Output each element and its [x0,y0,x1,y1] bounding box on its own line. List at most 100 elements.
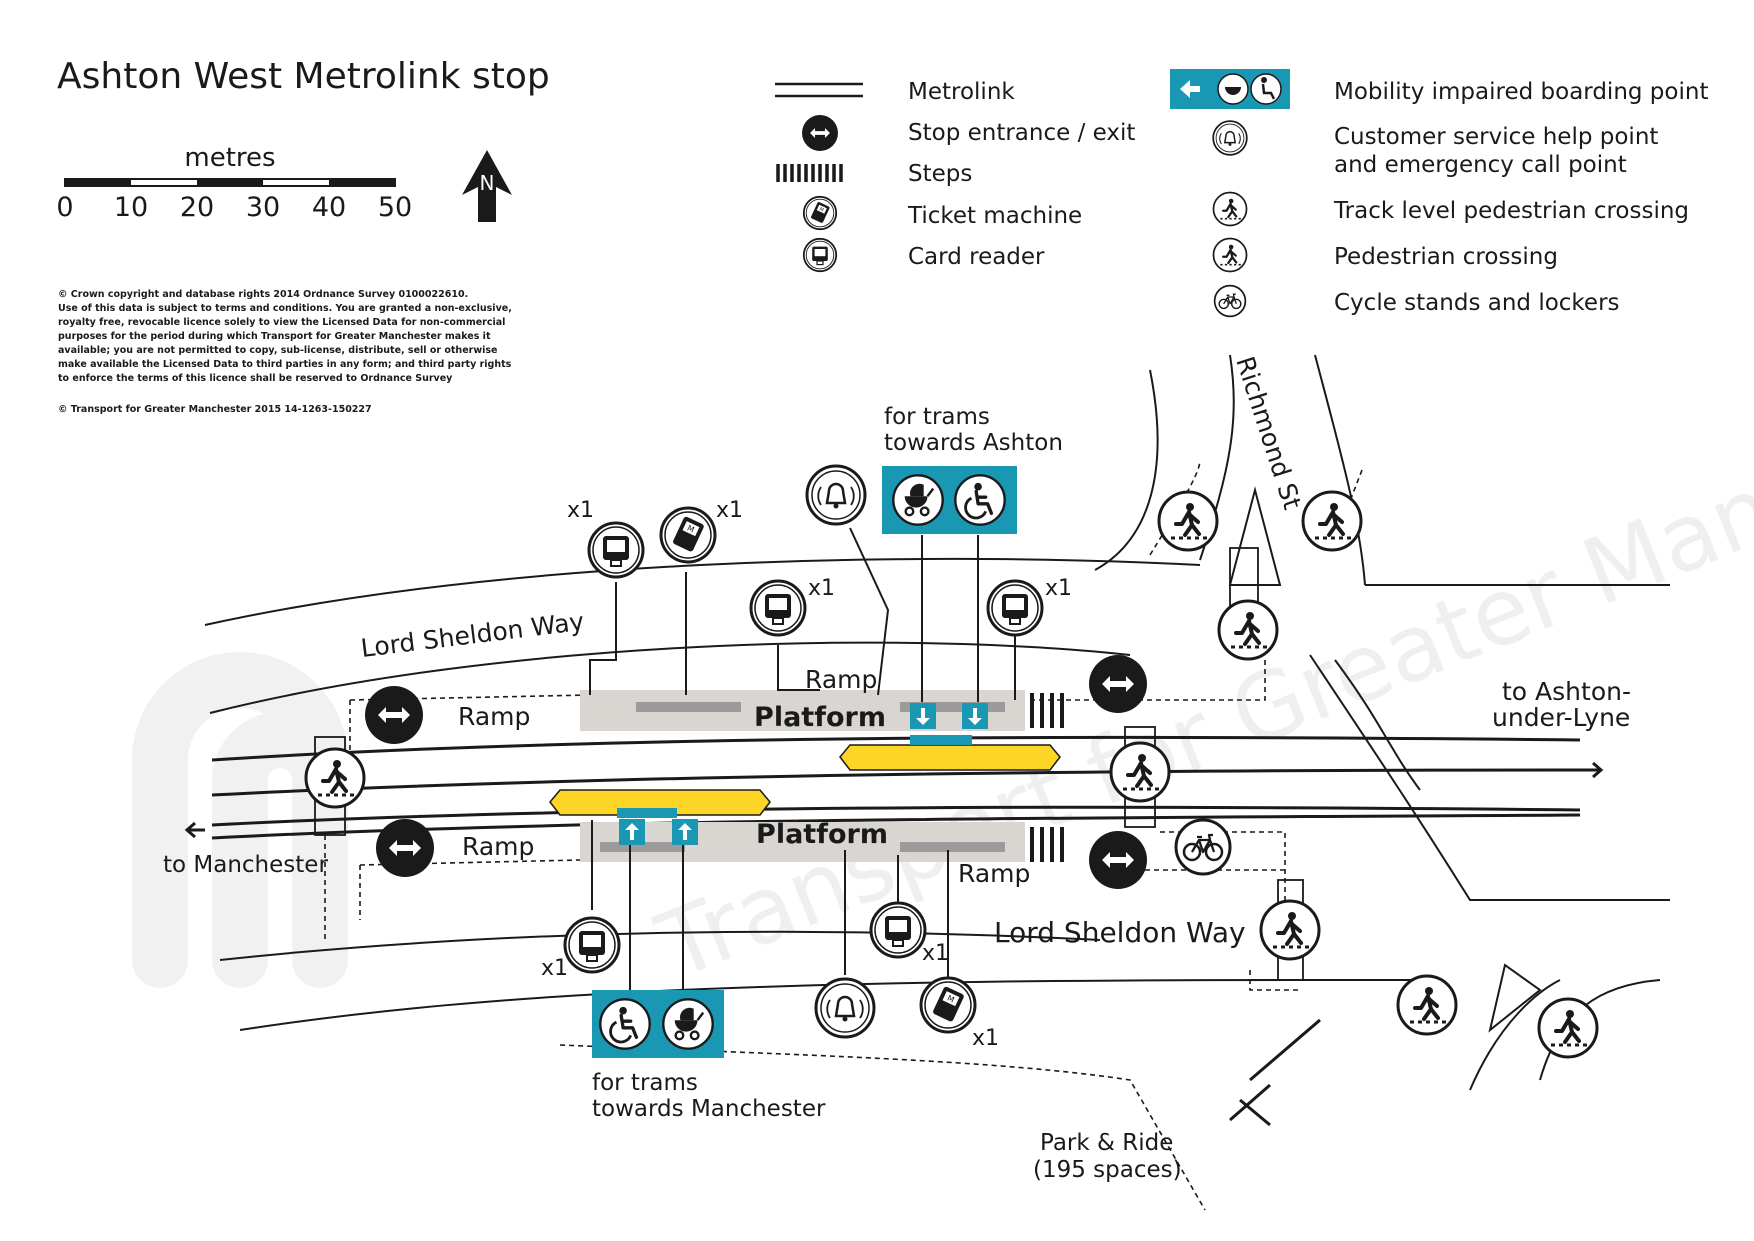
leader-lines [589,527,1016,1000]
ramp-label: Ramp [958,859,1030,888]
copyright-line: Use of this data is subject to terms and… [58,303,512,314]
pedestrian-crossing-icon[interactable] [1301,490,1363,552]
legend-label: Card reader [908,244,1045,270]
count-label: x1 [541,956,568,981]
buggy-icon [892,474,944,526]
tram-shape [549,789,771,816]
count-label: x1 [1045,576,1072,601]
count-label: x1 [922,941,949,966]
copyright-line: purposes for the period during which Tra… [58,331,491,342]
buggy-icon [662,998,714,1050]
track-crossing-icon [1212,191,1248,227]
ramp-label: Ramp [462,832,534,861]
card-reader-icon[interactable] [869,901,927,959]
traffic-island [1228,486,1282,586]
scale-tick: 10 [114,192,148,223]
platform-label: Platform [756,819,888,850]
pedestrian-crossing-icon[interactable] [1396,974,1458,1036]
trams-manchester-label: for trams [592,1070,698,1096]
stop-entrance-exit-icon [802,115,838,151]
card-reader-icon [802,237,838,273]
count-label: x1 [972,1026,999,1051]
count-label: x1 [808,576,835,601]
pedestrian-crossing-icon[interactable] [1157,490,1219,552]
stop-exit-icon[interactable] [365,686,423,744]
legend-label: Customer service help point [1334,124,1658,150]
road-label-richmond: Richmond St [1230,353,1307,513]
ticket-machine-icon [802,195,838,231]
tfgm-credit: © Transport for Greater Manchester 2015 … [58,404,372,415]
pedestrian-crossing-icon [1212,237,1248,273]
steps-icon [1030,693,1064,862]
legend-label: and emergency call point [1334,152,1627,178]
scale-tick: 40 [312,192,346,223]
wheelchair-icon [598,997,652,1051]
scale-bar: metres 0 10 20 30 40 50 [56,143,412,223]
track-crossing-icon[interactable] [304,747,366,809]
boarding-marker [617,808,677,818]
cycle-stands-icon[interactable] [1174,818,1232,876]
trams-manchester-label: towards Manchester [592,1096,826,1122]
boarding-panel-manchester: for trams towards Manchester [592,990,826,1122]
copyright-block: © Crown copyright and database rights 20… [58,289,512,415]
trams-ashton-label: for trams [884,404,990,430]
help-point-icon[interactable] [805,464,867,526]
road-label-south: Lord Sheldon Way [994,916,1246,949]
destination-label: to Manchester [163,852,328,878]
pedestrian-crossing-icon[interactable] [1217,599,1279,661]
steps-icon [1229,1018,1321,1127]
card-reader-icon[interactable] [563,916,621,974]
direction-arrows [184,761,1604,839]
scale-tick: 30 [246,192,280,223]
boarding-arrow-icon [910,703,936,729]
legend: Metrolink Stop entrance / exit Steps Tic… [775,79,1135,273]
destination-label: to Ashton- [1502,677,1631,706]
ramp-label: Ramp [458,702,530,731]
copyright-line: royalty free, revocable licence solely t… [58,317,505,328]
stop-exit-icon[interactable] [1089,831,1147,889]
help-point-icon[interactable] [814,977,876,1039]
boarding-marker [910,735,972,745]
scale-tick: 0 [56,192,73,223]
copyright-line: © Crown copyright and database rights 20… [58,289,468,300]
wheelchair-icon [953,473,1007,527]
trams-ashton-label: towards Ashton [884,430,1063,456]
card-reader-icon[interactable] [749,579,807,637]
track-crossing-icon[interactable] [1109,741,1171,803]
count-label: x1 [567,498,594,523]
tram-shape [839,744,1061,771]
ticket-machine-icon[interactable] [919,976,977,1034]
park-ride-label: (195 spaces) [1033,1157,1182,1183]
legend-label: Stop entrance / exit [908,120,1135,146]
help-point-icon [1212,120,1248,156]
platform-label: Platform [754,702,886,733]
stop-exit-icon[interactable] [376,819,434,877]
park-ride-label: Park & Ride [1040,1130,1173,1156]
legend-label: Ticket machine [907,203,1082,229]
boarding-arrow-icon [619,819,645,845]
pedestrian-crossing-icon[interactable] [1259,899,1321,961]
scale-tick: 50 [378,192,412,223]
card-reader-icon[interactable] [986,579,1044,637]
page-title: Ashton West Metrolink stop [57,56,550,97]
legend-label: Mobility impaired boarding point [1334,79,1708,105]
copyright-line: to enforce the terms of this licence sha… [58,373,453,384]
cycle-stands-icon [1213,284,1247,318]
traffic-island [1488,963,1542,1033]
scale-tick: 20 [180,192,214,223]
legend-label: Metrolink [908,79,1015,105]
count-label: x1 [716,498,743,523]
legend-right: Mobility impaired boarding point Custome… [1170,69,1708,318]
stop-exit-icon[interactable] [1089,655,1147,713]
legend-label: Track level pedestrian crossing [1333,198,1689,224]
mobility-boarding-point-icon [1170,69,1290,109]
card-reader-icon[interactable] [587,521,645,579]
copyright-line: make available the Licensed Data to thir… [58,359,512,370]
pedestrian-crossing-icon[interactable] [1537,997,1599,1059]
boarding-panel-ashton: for trams towards Ashton [882,404,1063,534]
north-label: N [480,171,495,195]
destination-label: under-Lyne [1492,703,1630,732]
ticket-machine-icon[interactable] [659,506,717,564]
legend-label: Pedestrian crossing [1334,244,1558,270]
